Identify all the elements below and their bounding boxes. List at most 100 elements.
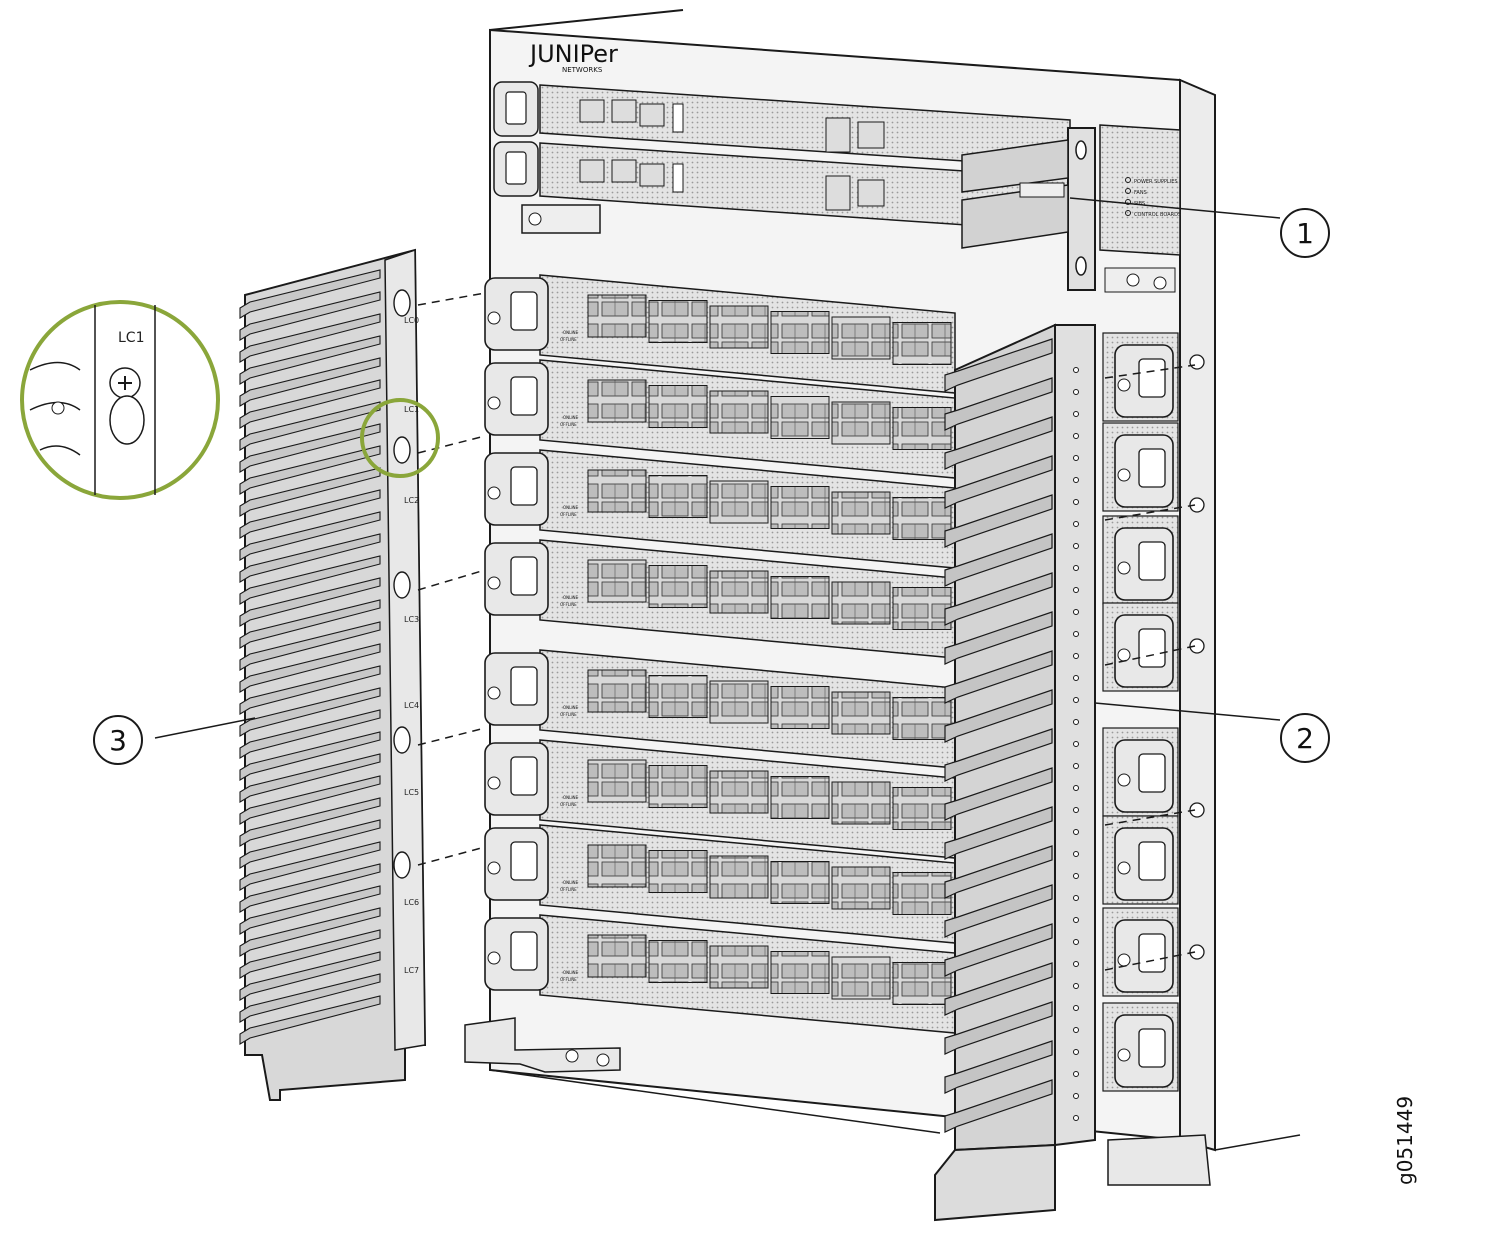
cable-manager-hole: [1073, 917, 1079, 923]
led-offline-label: OFFLINE: [560, 337, 577, 342]
cover-slat: [239, 445, 381, 495]
keyhole-icon: [393, 436, 411, 464]
mounting-screw-icon: [1189, 802, 1205, 818]
captive-screw-icon: [1117, 773, 1131, 787]
zoom-label: LC1: [118, 330, 144, 346]
cable-manager-hole: [1073, 697, 1079, 703]
captive-screw-icon: [487, 951, 501, 965]
cover-slat: [239, 291, 381, 341]
cover-slat: [239, 665, 381, 715]
mounting-screw-icon: [1189, 354, 1205, 370]
cover-slat: [239, 797, 381, 847]
cable-manager-finger: [944, 650, 1053, 704]
left-cover-slats: [239, 269, 381, 1045]
cable-manager-hole: [1073, 433, 1079, 439]
right-ejector-handle: [1102, 602, 1179, 692]
led-online-label: ONLINE: [563, 415, 579, 420]
led-online-label: ONLINE: [563, 705, 579, 710]
right-ejector-handle: [1102, 1002, 1179, 1092]
cover-slat: [239, 687, 381, 737]
cable-manager-finger: [944, 923, 1053, 977]
figure-id: g051449: [1393, 1096, 1417, 1185]
mounting-screw-icon: [1189, 944, 1205, 960]
right-cable-manager-teeth: [944, 338, 1053, 1133]
led-offline-label: OFFLINE: [560, 712, 577, 717]
svg-text:CONTROL BOARDS: CONTROL BOARDS: [1134, 212, 1181, 218]
keyhole-icon: [393, 851, 411, 879]
cable-manager-finger: [944, 845, 1053, 899]
bottom-right-bracket: [1107, 1134, 1211, 1186]
cover-slat: [239, 555, 381, 605]
captive-screw-icon: [487, 776, 501, 790]
routing-engine-upper: [493, 81, 1071, 169]
captive-screw-icon: [1117, 953, 1131, 967]
svg-text:2: 2: [1296, 722, 1314, 755]
cable-manager-hole: [1073, 565, 1079, 571]
right-ejector-handle: [1102, 727, 1179, 817]
cable-manager-hole: [1073, 389, 1079, 395]
cover-slat: [239, 995, 381, 1045]
cover-slat: [239, 599, 381, 649]
led-online-label: ONLINE: [563, 795, 579, 800]
led-offline-label: OFFLINE: [560, 602, 577, 607]
captive-screw-icon: [487, 861, 501, 875]
routing-engine-lower: [493, 141, 1071, 233]
captive-screw-icon: [487, 686, 501, 700]
captive-screw-icon: [487, 396, 501, 410]
cover-slat: [239, 643, 381, 693]
cable-manager-hole: [1073, 763, 1079, 769]
cable-manager-hole: [1073, 1027, 1079, 1033]
cable-manager-finger: [944, 1079, 1053, 1133]
cover-slat: [239, 357, 381, 407]
callout-1: 1: [1069, 197, 1330, 258]
upper-cable-manager: [961, 127, 1096, 291]
line-card-group: ONLINE OFFLINE ONLINE OFFLINE ONLINE OFFLINE O…: [484, 274, 956, 1034]
slot-label: LC3: [404, 615, 419, 624]
cable-manager-finger: [944, 455, 1053, 509]
led-online-label: ONLINE: [563, 880, 579, 885]
cover-slat: [239, 335, 381, 385]
right-handle-column: [1102, 332, 1205, 1092]
cable-manager-finger: [944, 611, 1053, 665]
cable-manager-hole: [1073, 1115, 1079, 1121]
right-ejector-handle: [1102, 515, 1179, 605]
slot-label: LC4: [404, 701, 419, 710]
cable-manager-finger: [944, 728, 1053, 782]
cover-slat: [239, 841, 381, 891]
slot-label: LC6: [404, 898, 419, 907]
cable-manager-finger: [944, 494, 1053, 548]
cover-slat: [239, 379, 381, 429]
cover-slat: [239, 753, 381, 803]
captive-screw-icon: [1117, 468, 1131, 482]
cover-slat: [239, 863, 381, 913]
callout-3: 3: [93, 715, 256, 765]
led-online-label: ONLINE: [563, 595, 579, 600]
cover-slat: [239, 577, 381, 627]
right-ejector-handle: [1102, 422, 1179, 512]
right-ejector-handle: [1102, 332, 1179, 422]
cable-manager-hole: [1073, 477, 1079, 483]
cable-manager-finger: [944, 338, 1053, 392]
cable-manager-finger: [944, 377, 1053, 431]
cable-manager-hole: [1073, 1093, 1079, 1099]
blank-handle: [521, 204, 601, 234]
cover-slat: [239, 885, 381, 935]
cable-manager-hole: [1073, 1005, 1079, 1011]
status-panel: POWER SUPPLIES FANS SIBS CONTROL BOARDS: [1099, 124, 1181, 293]
cover-slat: [239, 423, 381, 473]
keyhole-icon: [393, 726, 411, 754]
cover-slat: [239, 775, 381, 825]
cable-manager-hole: [1073, 807, 1079, 813]
cable-manager-hole: [1073, 675, 1079, 681]
cable-manager-hole: [1073, 895, 1079, 901]
juniper-logo: JUNIPer NETWORKS: [528, 40, 618, 74]
captive-screw-icon: [1117, 861, 1131, 875]
slot-label: LC2: [404, 496, 419, 505]
line-card: ONLINE OFFLINE: [484, 539, 956, 659]
